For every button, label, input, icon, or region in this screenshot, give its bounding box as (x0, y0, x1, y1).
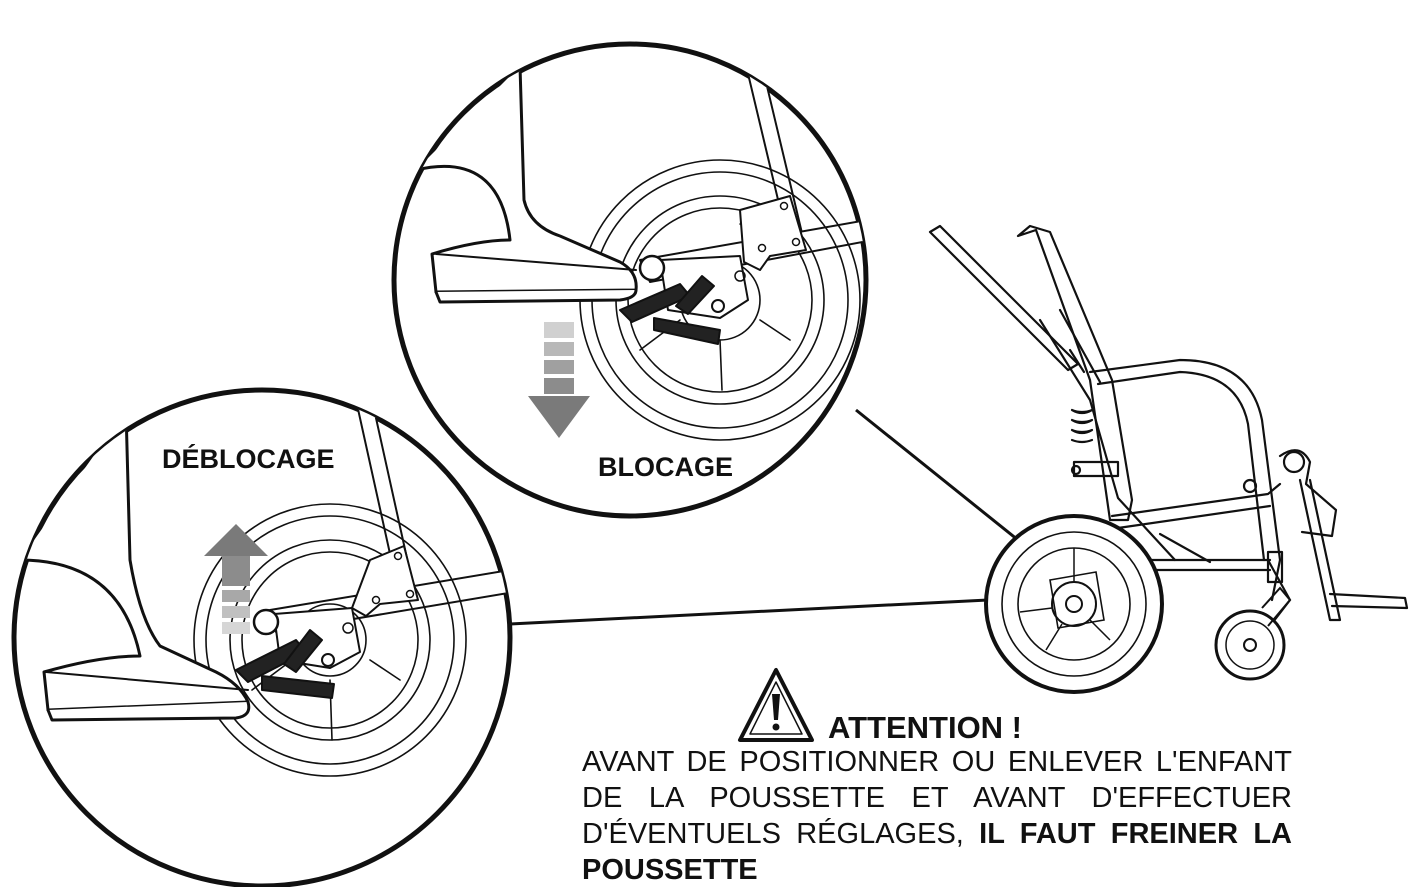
unlock-zoom-circle (11, 387, 513, 887)
connector-lines (509, 408, 1019, 626)
stroller-rear-wheel (984, 514, 1164, 694)
warning-text-strong: IL FAUT FREINER LA POUSSETTE (582, 818, 1292, 886)
lock-down-arrow (528, 322, 590, 438)
warning-text-normal: AVANT DE POSITIONNER OU ENLEVER L'ENFANT… (582, 746, 1292, 850)
unlock-label: DÉBLOCAGE (162, 444, 335, 474)
warning-triangle-icon (738, 668, 814, 742)
lock-zoom-circle (391, 41, 869, 519)
stroller-front-wheel (1214, 586, 1292, 681)
warning-text: AVANT DE POSITIONNER OU ENLEVER L'ENFANT… (582, 744, 1292, 888)
warning-title: ATTENTION ! (828, 710, 1023, 745)
lock-label: BLOCAGE (598, 452, 733, 482)
unlock-up-arrow (204, 524, 268, 634)
stroller-drawing (928, 224, 1409, 628)
